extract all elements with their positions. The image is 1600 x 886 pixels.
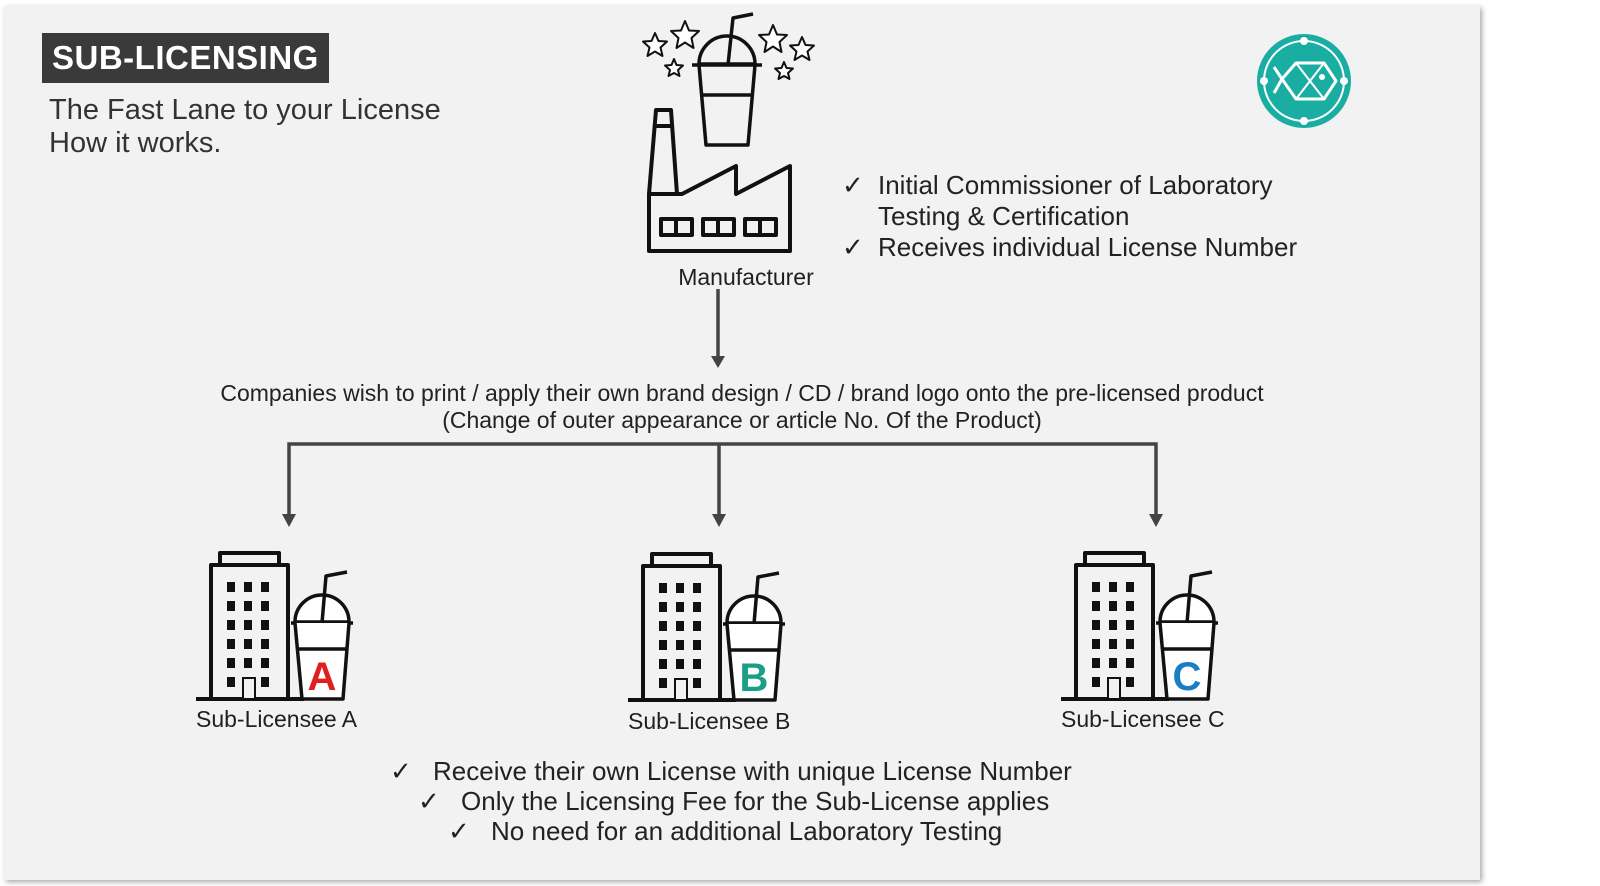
subtitle-line-1: The Fast Lane to your License xyxy=(49,94,441,126)
drink-cup-icon xyxy=(692,12,762,147)
manufacturer-checklist: ✓ Initial Commissioner of Laboratory Tes… xyxy=(842,170,1297,263)
middle-line-2: (Change of outer appearance or article N… xyxy=(442,407,1042,433)
star-icon xyxy=(664,58,684,77)
sublicensee-a-label: Sub-Licensee A xyxy=(196,706,358,732)
star-icon xyxy=(774,61,794,80)
checkmark-icon: ✓ xyxy=(418,786,440,816)
manufacturer-check-item-continued: Testing & Certification xyxy=(878,201,1130,231)
star-icon-group xyxy=(642,20,815,80)
sublicensee-b-graphic: B xyxy=(628,552,785,702)
diagram-graphics: A B C xyxy=(196,12,1351,702)
building-windows xyxy=(227,582,269,700)
connector-lines xyxy=(287,289,1158,516)
factory-icon xyxy=(647,108,792,253)
subtitle: The Fast Lane to your License How it wor… xyxy=(49,94,441,160)
star-icon xyxy=(758,24,788,53)
middle-description: Companies wish to print / apply their ow… xyxy=(4,380,1480,434)
checkmark-icon: ✓ xyxy=(842,170,864,200)
page-title: SUB-LICENSING xyxy=(42,33,329,83)
slide: SUB-LICENSING The Fast Lane to your Lice… xyxy=(4,6,1480,880)
manufacturer-label: Manufacturer xyxy=(678,264,814,290)
subtitle-line-2: How it works. xyxy=(49,127,222,159)
star-icon xyxy=(789,36,815,61)
building-windows xyxy=(659,583,701,701)
sublicensee-c-graphic: C xyxy=(1061,551,1218,701)
building-windows xyxy=(1092,582,1134,700)
bottom-check-item: ✓ Receive their own License with unique … xyxy=(390,756,1072,786)
bottom-check-item: ✓ No need for an additional Laboratory T… xyxy=(448,816,1003,846)
sublicensee-b-label: Sub-Licensee B xyxy=(628,708,791,734)
star-icon xyxy=(670,20,700,49)
sublicensee-a-graphic: A xyxy=(196,551,353,701)
cup-letter: A xyxy=(308,655,337,699)
arrow-heads xyxy=(282,356,1163,527)
manufacturer-check-item: ✓ Receives individual License Number xyxy=(842,232,1298,262)
cup-letter: B xyxy=(740,656,769,700)
fish-logo-icon xyxy=(1257,34,1351,128)
drink-cup-icon xyxy=(1156,570,1218,701)
checkmark-icon: ✓ xyxy=(448,816,470,846)
middle-line-1: Companies wish to print / apply their ow… xyxy=(220,380,1264,406)
star-icon xyxy=(642,32,668,57)
bottom-check-item: ✓ Only the Licensing Fee for the Sub-Lic… xyxy=(418,786,1050,816)
drink-cup-icon xyxy=(723,571,785,702)
manufacturer-check-item: ✓ Initial Commissioner of Laboratory xyxy=(842,170,1273,200)
checkmark-icon: ✓ xyxy=(390,756,412,786)
cup-letter: C xyxy=(1173,655,1202,699)
drink-cup-icon xyxy=(291,570,353,701)
checkmark-icon: ✓ xyxy=(842,232,864,262)
sublicensee-c-label: Sub-Licensee C xyxy=(1061,706,1225,732)
